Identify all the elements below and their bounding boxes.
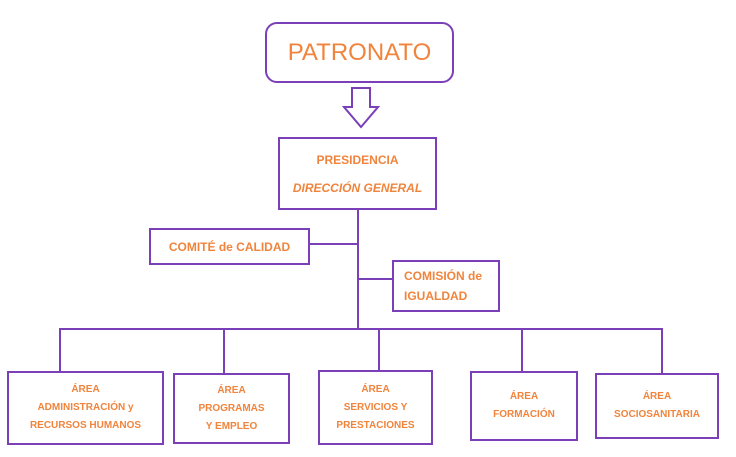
area-label: SOCIOSANITARIA: [614, 409, 700, 420]
area-drop-4: [521, 328, 523, 371]
area-label: Y EMPLEO: [205, 420, 258, 432]
area-label: ÁREA: [71, 384, 100, 395]
area-label: SERVICIOS Y: [343, 401, 408, 413]
area-label: PROGRAMAS: [198, 402, 265, 414]
presidencia-label: PRESIDENCIA: [316, 152, 399, 167]
patronato-label: PATRONATO: [287, 38, 432, 66]
patronato-box: PATRONATO: [265, 22, 454, 83]
main-vertical-line: [357, 209, 359, 329]
area-drop-3: [378, 328, 380, 370]
area-drop-5: [661, 328, 663, 373]
area-servicios-box: ÁREA SERVICIOS Y PRESTACIONES: [318, 370, 433, 445]
area-drop-1: [59, 328, 61, 371]
area-label: ADMINISTRACIÓN y: [37, 402, 134, 413]
area-label: ÁREA: [509, 391, 539, 402]
area-formacion-box: ÁREA FORMACIÓN: [470, 371, 578, 441]
area-programas-box: ÁREA PROGRAMAS Y EMPLEO: [173, 373, 290, 444]
comision-connector: [358, 278, 393, 280]
comision-igualdad-box: COMISIÓN de IGUALDAD: [392, 260, 500, 312]
presidencia-box: PRESIDENCIA DIRECCIÓN GENERAL: [278, 137, 437, 210]
area-label: RECURSOS HUMANOS: [29, 420, 142, 431]
area-administracion-box: ÁREA ADMINISTRACIÓN y RECURSOS HUMANOS: [7, 371, 164, 445]
area-drop-2: [223, 328, 225, 373]
comite-connector: [309, 243, 358, 245]
comite-label: COMITÉ de CALIDAD: [168, 239, 291, 254]
area-label: FORMACIÓN: [493, 409, 555, 420]
area-label: ÁREA: [642, 391, 672, 402]
area-label: ÁREA: [361, 383, 390, 395]
areas-horizontal-line: [59, 328, 663, 330]
comision-label-2: IGUALDAD: [404, 289, 468, 303]
comite-calidad-box: COMITÉ de CALIDAD: [149, 228, 310, 265]
area-label: ÁREA: [217, 384, 246, 396]
comision-label-1: COMISIÓN de: [404, 269, 483, 283]
down-arrow-icon: [342, 87, 380, 129]
area-sociosanitaria-box: ÁREA SOCIOSANITARIA: [595, 373, 719, 439]
area-label: PRESTACIONES: [336, 419, 415, 431]
direccion-general-label: DIRECCIÓN GENERAL: [292, 180, 423, 195]
